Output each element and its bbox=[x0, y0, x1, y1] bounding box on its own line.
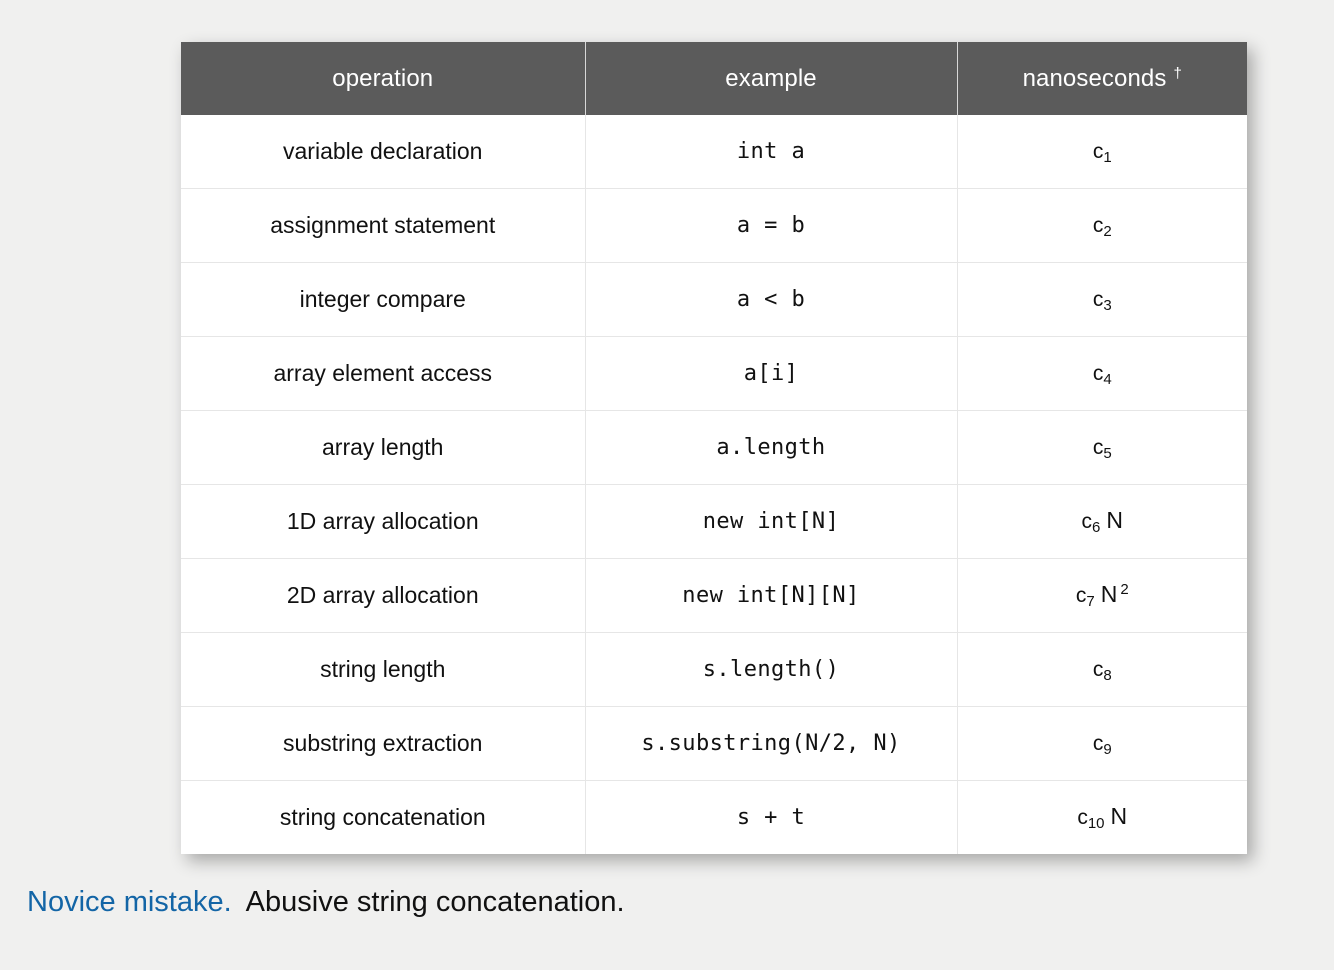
cost-symbol: c bbox=[1075, 584, 1087, 607]
cost-subscript: 10 bbox=[1087, 815, 1105, 832]
table-header-row: operation example nanoseconds † bbox=[181, 42, 1247, 115]
cell-operation: integer compare bbox=[181, 262, 586, 337]
cost-subscript: 6 bbox=[1092, 519, 1101, 536]
cell-example: a.length bbox=[585, 410, 958, 485]
column-header-nanoseconds: nanoseconds † bbox=[957, 42, 1247, 115]
cell-example: s.substring(N/2, N) bbox=[585, 706, 958, 781]
cost-symbol: c bbox=[1092, 731, 1104, 755]
cell-nanoseconds: c2 bbox=[957, 188, 1247, 263]
column-header-operation-label: operation bbox=[332, 64, 434, 92]
cell-nanoseconds: c4 bbox=[957, 336, 1247, 411]
column-header-example: example bbox=[585, 42, 958, 115]
cell-operation: variable declaration bbox=[181, 115, 586, 189]
column-header-example-label: example bbox=[725, 64, 817, 92]
cell-example: s.length() bbox=[585, 632, 958, 707]
cell-operation: assignment statement bbox=[181, 188, 586, 263]
cell-nanoseconds: c1 bbox=[957, 115, 1247, 189]
cell-operation: 2D array allocation bbox=[181, 558, 586, 633]
cell-operation: 1D array allocation bbox=[181, 484, 586, 559]
cost-table: operation example nanoseconds † variable … bbox=[181, 42, 1247, 854]
cell-example: s + t bbox=[585, 780, 958, 854]
cell-nanoseconds: c5 bbox=[957, 410, 1247, 485]
cost-factor: N bbox=[1106, 507, 1123, 533]
cell-nanoseconds: c3 bbox=[957, 262, 1247, 337]
caption-lead: Novice mistake. bbox=[27, 886, 232, 918]
cost-subscript: 1 bbox=[1103, 148, 1112, 166]
dagger-footnote-marker: † bbox=[1173, 64, 1182, 82]
cell-operation: string length bbox=[181, 632, 586, 707]
cell-nanoseconds: c10 N bbox=[957, 780, 1247, 854]
cell-example: a = b bbox=[585, 188, 958, 263]
cell-example: new int[N] bbox=[585, 484, 958, 559]
cell-operation: array length bbox=[181, 410, 586, 485]
cell-operation: array element access bbox=[181, 336, 586, 411]
cost-subscript: 3 bbox=[1103, 296, 1112, 314]
column-header-nanoseconds-label: nanoseconds bbox=[1022, 64, 1167, 92]
cost-symbol: c bbox=[1092, 213, 1104, 237]
cost-subscript: 9 bbox=[1103, 740, 1112, 758]
cost-subscript: 7 bbox=[1086, 593, 1095, 610]
cell-example: a < b bbox=[585, 262, 958, 337]
cost-subscript: 2 bbox=[1103, 222, 1112, 240]
cell-nanoseconds: c8 bbox=[957, 632, 1247, 707]
cost-factor: N bbox=[1100, 581, 1118, 607]
cost-symbol: c bbox=[1092, 435, 1104, 459]
cost-symbol: c bbox=[1081, 510, 1093, 533]
cost-subscript: 8 bbox=[1103, 666, 1112, 684]
cell-example: int a bbox=[585, 115, 958, 189]
cost-symbol: c bbox=[1077, 806, 1088, 829]
cell-example: a[i] bbox=[585, 336, 958, 411]
table-header: operation example nanoseconds † bbox=[181, 42, 1247, 115]
caption: Novice mistake. Abusive string concatenat… bbox=[27, 886, 625, 919]
cost-table-container: operation example nanoseconds † variable … bbox=[181, 42, 1247, 854]
cost-factor: N bbox=[1110, 803, 1128, 829]
cell-example: new int[N][N] bbox=[585, 558, 958, 633]
cost-exponent: 2 bbox=[1120, 581, 1129, 598]
cell-operation: substring extraction bbox=[181, 706, 586, 781]
cost-subscript: 5 bbox=[1103, 444, 1112, 462]
cost-symbol: c bbox=[1092, 361, 1104, 385]
cost-symbol: c bbox=[1092, 139, 1104, 163]
caption-body: Abusive string concatenation. bbox=[245, 886, 625, 918]
cost-symbol: c bbox=[1092, 287, 1104, 311]
cell-nanoseconds: c9 bbox=[957, 706, 1247, 781]
cell-operation: string concatenation bbox=[181, 780, 586, 854]
cost-symbol: c bbox=[1092, 657, 1104, 681]
cost-subscript: 4 bbox=[1103, 370, 1112, 388]
column-header-operation: operation bbox=[181, 42, 586, 115]
